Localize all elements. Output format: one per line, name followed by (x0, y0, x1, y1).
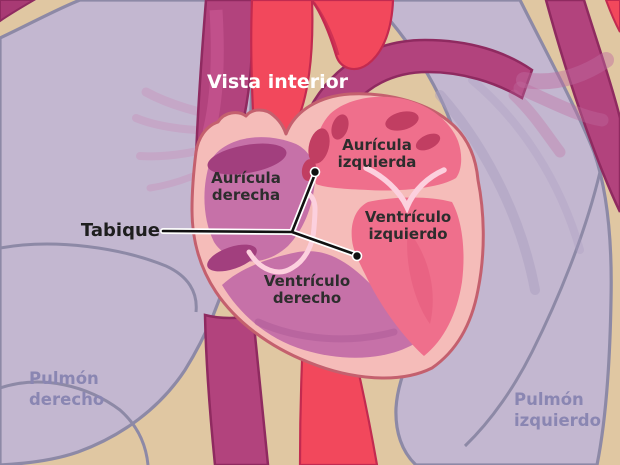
top-left-vessel-sliver (0, 0, 36, 23)
vein-opening (331, 114, 349, 140)
inferior-vena-cava (203, 313, 270, 465)
label-line: izquierda (337, 153, 417, 171)
label-tabique: Tabique (80, 220, 160, 241)
label-ventriculo-izquierdo: Ventrículo izquierdo (350, 209, 466, 243)
label-line: derecha (211, 186, 281, 204)
superior-vena-cava-highlight (202, 9, 224, 134)
label-auricula-izquierda: Aurícula izquierda (324, 137, 430, 171)
right-ventricle (222, 251, 414, 358)
label-auricula-derecha: Aurícula derecha (196, 170, 296, 204)
vein-opening (207, 244, 257, 272)
vein-opening (415, 133, 441, 151)
pointer-dot-atrial-septum (309, 166, 321, 178)
right-ventricle-trabeculae (254, 318, 398, 343)
vein-opening (207, 143, 287, 175)
left-ventricle-shading (407, 230, 433, 324)
top-right-aorta-sliver (604, 0, 620, 33)
label-line: Pulmón (29, 369, 99, 388)
label-line: Pulmón (514, 390, 584, 409)
septum-pointer (160, 166, 363, 262)
pulmonary-artery-branches (508, 52, 614, 158)
label-pulmon-derecho: Pulmón derecho (29, 368, 104, 410)
label-line: Aurícula (342, 136, 412, 154)
aorta-arch-shadow (312, 2, 340, 56)
right-lung-fissure-lower (0, 380, 150, 465)
label-line: Aurícula (211, 169, 281, 187)
pointer-dot-ventricular-septum (351, 250, 363, 262)
right-lung-fissure-upper (0, 242, 198, 313)
label-pulmon-izquierdo: Pulmón izquierdo (514, 389, 601, 431)
label-line: Ventrículo (364, 208, 452, 226)
mitral-valve (363, 165, 447, 214)
label-ventriculo-derecho: Ventrículo derecho (255, 273, 359, 307)
left-lung-fissure (463, 171, 602, 448)
aorta-arch (310, 0, 395, 71)
label-line: derecho (272, 289, 342, 307)
diagram-title: Vista interior (207, 71, 349, 93)
left-atrium (313, 96, 462, 191)
left-lung-bronchi-shading (435, 76, 584, 295)
vein-opening (385, 111, 419, 131)
label-line: izquierdo (368, 225, 448, 243)
label-line: izquierdo (514, 411, 601, 430)
tricuspid-valve (246, 192, 318, 275)
label-line: derecho (29, 390, 105, 409)
left-ventricle (351, 197, 464, 356)
vena-cava-openings (207, 143, 287, 272)
vein-opening (308, 128, 330, 164)
pointer-line (161, 172, 359, 257)
label-line: Ventrículo (263, 272, 351, 290)
